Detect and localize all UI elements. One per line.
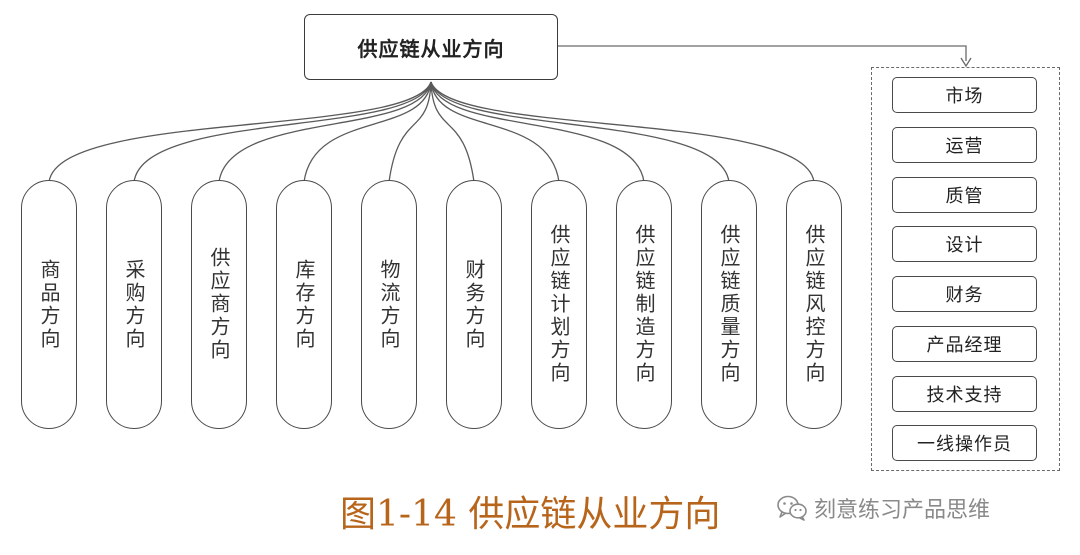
side-item-label: 财务 xyxy=(945,285,984,306)
branch-label: 供应链风控方向 xyxy=(802,224,826,385)
branch-node: 物流方向 xyxy=(361,180,417,429)
branch-node: 供应链风控方向 xyxy=(786,180,842,429)
side-item: 一线操作员 xyxy=(892,425,1037,461)
branch-label: 供应链质量方向 xyxy=(717,224,741,385)
branch-node: 财务方向 xyxy=(446,180,502,429)
root-node: 供应链从业方向 xyxy=(304,14,558,80)
branch-label: 供应商方向 xyxy=(207,247,231,362)
branch-connector xyxy=(303,81,432,183)
branch-connector xyxy=(218,81,432,183)
branch-node: 库存方向 xyxy=(276,180,332,429)
branch-connector xyxy=(48,81,432,183)
figure-caption: 图1-14 供应链从业方向 xyxy=(340,494,721,535)
watermark: 刻意练习产品思维 xyxy=(776,492,990,524)
branch-label: 采购方向 xyxy=(122,258,146,351)
branch-connector xyxy=(133,81,432,183)
branch-label: 库存方向 xyxy=(292,258,316,351)
side-item-label: 一线操作员 xyxy=(917,434,1012,455)
branch-node: 供应链质量方向 xyxy=(701,180,757,429)
side-item: 质管 xyxy=(892,177,1037,213)
watermark-text: 刻意练习产品思维 xyxy=(814,498,991,523)
side-panel xyxy=(871,67,1060,471)
side-item-label: 技术支持 xyxy=(926,385,1003,406)
side-item-label: 质管 xyxy=(945,186,984,207)
side-item: 技术支持 xyxy=(892,376,1037,412)
branch-node: 采购方向 xyxy=(106,180,162,429)
branch-connector xyxy=(430,81,730,183)
branch-connector xyxy=(388,81,432,183)
branch-label: 商品方向 xyxy=(37,258,61,351)
side-item-label: 市场 xyxy=(945,86,984,107)
side-item: 市场 xyxy=(892,77,1037,113)
side-item: 财务 xyxy=(892,276,1037,312)
branch-connector xyxy=(430,81,560,183)
root-label: 供应链从业方向 xyxy=(357,36,505,61)
branch-node: 供应链计划方向 xyxy=(531,180,587,429)
side-item-label: 产品经理 xyxy=(926,335,1003,356)
side-item-label: 运营 xyxy=(945,136,984,157)
branch-node: 供应商方向 xyxy=(191,180,247,429)
branch-connector xyxy=(430,81,475,183)
side-item: 运营 xyxy=(892,127,1037,163)
branch-label: 供应链计划方向 xyxy=(547,224,571,385)
branch-connector xyxy=(430,81,645,183)
branch-node: 供应链制造方向 xyxy=(616,180,672,429)
side-item: 设计 xyxy=(892,226,1037,262)
side-connector-line xyxy=(558,45,967,61)
branch-label: 物流方向 xyxy=(377,258,401,351)
side-item: 产品经理 xyxy=(892,326,1037,362)
branch-node: 商品方向 xyxy=(21,180,77,429)
arrow-down-icon xyxy=(960,57,972,68)
side-item-label: 设计 xyxy=(945,235,984,256)
branch-connector xyxy=(430,81,815,183)
branch-label: 财务方向 xyxy=(462,258,486,351)
wechat-icon xyxy=(777,495,807,521)
branch-label: 供应链制造方向 xyxy=(632,224,656,385)
